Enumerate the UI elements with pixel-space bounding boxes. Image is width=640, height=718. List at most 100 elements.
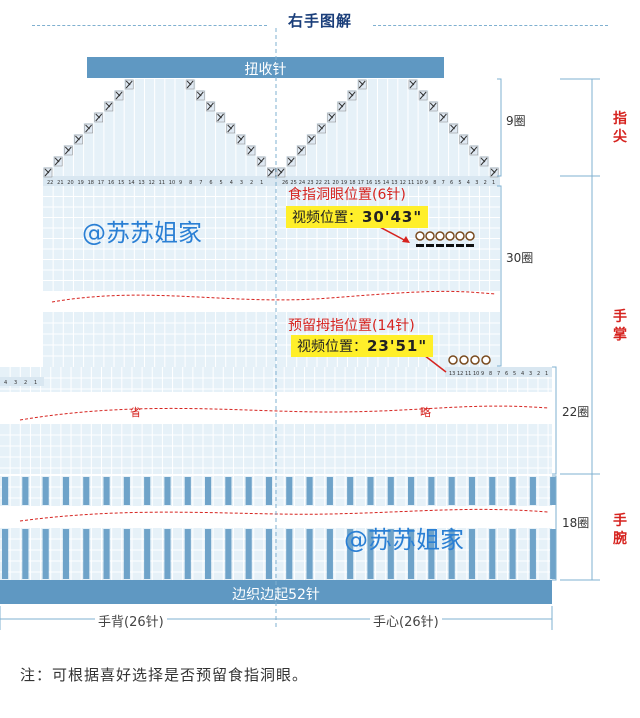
- rib-knit-column: [103, 529, 110, 579]
- footnote: 注：可根据喜好选择是否预留食指洞眼。: [20, 666, 309, 684]
- rib-knit-column: [387, 477, 394, 505]
- rib-knit-column: [509, 477, 516, 505]
- video-time: 23'51": [367, 337, 428, 355]
- rib-knit-column: [83, 477, 90, 505]
- stitch-number: 20: [332, 180, 338, 186]
- decrease-stroke: [196, 91, 202, 97]
- fingertip-right-row-lines: [305, 145, 470, 156]
- decrease-stroke: [247, 146, 253, 152]
- bracket-wrist: [552, 475, 557, 581]
- fingertip-right-decrease-mark: [418, 90, 428, 101]
- fingertip-left-row-lines: [103, 112, 217, 123]
- decrease-label-right: 略: [420, 406, 431, 419]
- decrease-stroke: [308, 135, 313, 141]
- rib-knit-column: [326, 477, 333, 505]
- stitch-number: 11: [408, 180, 414, 186]
- stitch-number: 9: [179, 180, 182, 186]
- stitch-number: 1: [492, 180, 495, 186]
- decrease-stroke: [440, 113, 445, 119]
- rib-knit-column: [408, 529, 415, 579]
- fingertip-left-row: [114, 90, 206, 101]
- stitch-number: 13: [138, 180, 144, 186]
- stitch-number: 25: [290, 180, 296, 186]
- hole-bar: [436, 244, 444, 247]
- fingertip-left-row-lines: [133, 79, 186, 90]
- fingertip-left-row: [53, 156, 267, 167]
- stitch-number: 13: [391, 180, 397, 186]
- decrease-stroke: [44, 168, 50, 174]
- decrease-stroke: [186, 80, 192, 86]
- bracket-palm-lower: [552, 366, 557, 475]
- hole-bar: [456, 244, 464, 247]
- thumb-number: 6: [505, 371, 508, 377]
- rib-knit-column: [387, 529, 394, 579]
- rib-knit-column: [550, 477, 557, 505]
- decrease-stroke: [54, 157, 60, 163]
- rib-knit-column: [245, 529, 252, 579]
- stitch-number: 19: [77, 180, 83, 186]
- fingertip-left-decrease-mark: [53, 156, 63, 167]
- stitch-number: 15: [374, 180, 380, 186]
- rib-knit-column: [326, 529, 333, 579]
- fingertip-right-decrease-mark: [357, 79, 367, 90]
- rib-knit-column: [62, 477, 70, 505]
- bracket-fingertip: [497, 78, 502, 177]
- fingertip-right-decrease-mark: [408, 79, 418, 90]
- rib-knit-column: [347, 529, 354, 579]
- stitch-number: 3: [475, 180, 478, 186]
- fingertip-right-decrease-mark: [439, 112, 448, 123]
- fingertip-left-row: [83, 123, 236, 134]
- decrease-stroke: [348, 91, 354, 97]
- stitch-number: 14: [383, 180, 389, 186]
- stitch-number: 19: [341, 180, 347, 186]
- rib-knit-column: [2, 529, 9, 579]
- thumb-number: 9: [481, 371, 484, 377]
- decrease-stroke: [85, 124, 90, 130]
- stitch-number: 16: [108, 180, 114, 186]
- stitch-number: 26: [282, 180, 288, 186]
- decrease-stroke: [358, 80, 364, 86]
- fingertip-left-decrease-mark: [104, 101, 114, 112]
- rib-knit-column: [164, 529, 171, 579]
- thumb-stitch: [470, 355, 480, 365]
- decrease-stroke: [207, 102, 212, 108]
- stitch-number: 7: [442, 180, 445, 186]
- thumb-number: 5: [513, 371, 516, 377]
- stitch-number: 4: [230, 180, 233, 186]
- fingertip-right-decrease-mark: [429, 101, 438, 112]
- fingertip-left-decrease-mark: [84, 123, 93, 134]
- section-wrist-label: 手腕: [613, 513, 627, 547]
- decrease-stroke: [105, 102, 111, 108]
- fingertip-left-row-lines: [83, 134, 237, 145]
- thumb-number: 3: [529, 371, 532, 377]
- thumb-stitches: [448, 355, 491, 365]
- rib-knit-column: [225, 529, 232, 579]
- rib-knit-column: [42, 477, 49, 505]
- fingertip-left-row: [63, 145, 257, 156]
- small-number: 1: [34, 380, 37, 386]
- rib-knit-column: [428, 529, 435, 579]
- thumb-number-row: [445, 367, 552, 377]
- decrease-stroke: [470, 146, 476, 152]
- index-hole-arrowhead: [402, 236, 410, 243]
- fingertip-right-row-lines: [336, 112, 439, 123]
- decrease-stroke: [115, 91, 121, 97]
- small-number: 2: [24, 380, 27, 386]
- hole-stitch: [455, 231, 465, 241]
- stitch-number: 14: [128, 180, 134, 186]
- fingertip-left-decrease-mark: [216, 112, 225, 123]
- rib-knit-column: [468, 529, 476, 579]
- thumb-number: 1: [545, 371, 548, 377]
- fingertip-left-row-lines: [113, 101, 206, 112]
- section-palm-label: 手掌: [613, 309, 627, 343]
- wrist-rib-upper-marks: [2, 477, 557, 505]
- rib-knit-column: [164, 477, 171, 505]
- thumb-number: 4: [521, 371, 524, 377]
- section-fingertip-label: 指尖: [613, 111, 627, 145]
- rib-knit-column: [123, 529, 130, 579]
- thumb-number: 8: [489, 371, 492, 377]
- stitch-number: 6: [450, 180, 453, 186]
- thumb-label: 预留拇指位置(14针): [288, 318, 415, 334]
- decrease-stroke: [419, 91, 425, 97]
